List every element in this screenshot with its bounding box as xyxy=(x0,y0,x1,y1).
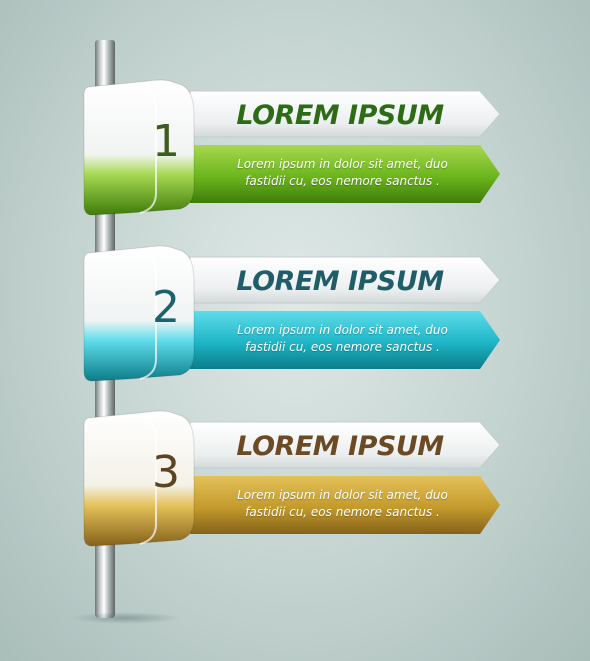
banner-3: LOREM IPSUM Lorem ipsum in dolor sit ame… xyxy=(0,406,590,551)
banner-2-text-line2: fastidii cu, eos nemore sanctus . xyxy=(245,340,440,354)
banner-2: LOREM IPSUM Lorem ipsum in dolor sit ame… xyxy=(0,241,590,386)
banner-2-number: 2 xyxy=(152,282,180,333)
banner-3-text-line2: fastidii cu, eos nemore sanctus . xyxy=(245,505,440,519)
banner-3-shape xyxy=(83,410,501,547)
banner-1-text-line1: Lorem ipsum in dolor sit amet, duo xyxy=(237,157,448,171)
banner-2-text-line1: Lorem ipsum in dolor sit amet, duo xyxy=(237,323,448,337)
banner-1-text-line2: fastidii cu, eos nemore sanctus . xyxy=(245,174,440,188)
pole-shadow xyxy=(70,612,180,624)
banner-1: LOREM IPSUM Lorem ipsum in dolor sit ame… xyxy=(0,75,590,220)
banner-1-number: 1 xyxy=(152,116,180,167)
banner-2-title: LOREM IPSUM xyxy=(236,266,444,297)
banner-1-title: LOREM IPSUM xyxy=(236,100,444,131)
banner-3-title: LOREM IPSUM xyxy=(236,431,444,462)
banner-1-shape xyxy=(83,79,501,216)
banner-2-shape xyxy=(83,245,501,382)
banner-3-text-line1: Lorem ipsum in dolor sit amet, duo xyxy=(237,488,448,502)
banner-3-number: 3 xyxy=(152,447,180,498)
